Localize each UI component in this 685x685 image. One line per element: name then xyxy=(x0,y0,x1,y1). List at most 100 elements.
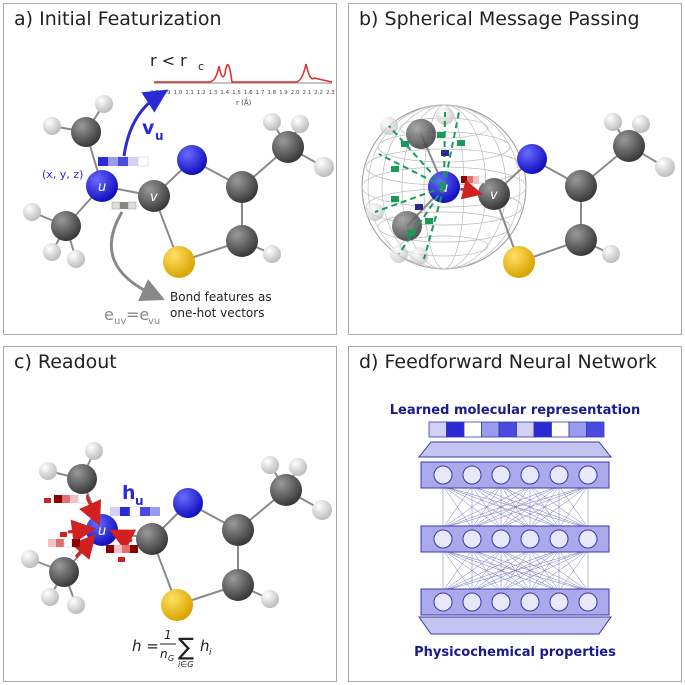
panel-c-diagram: u h u h = 1 n G xyxy=(21,442,332,669)
axis-tick-label: 2.0 xyxy=(291,90,300,96)
carbon-atom xyxy=(226,171,258,203)
atoms-c: u xyxy=(21,442,332,621)
hydrogen-atom xyxy=(43,243,61,261)
representation-cell xyxy=(586,421,605,438)
bond-note-2: one-hot vectors xyxy=(170,306,264,320)
axis-tick-label: 1.5 xyxy=(232,90,241,96)
network-edge xyxy=(442,549,473,592)
hydrogen-atom xyxy=(23,203,41,221)
representation-cell xyxy=(498,421,517,438)
axis-tick-label: 0.8 xyxy=(150,90,159,96)
carbon-atom xyxy=(272,131,304,163)
panel-b-diagram: u v xyxy=(361,104,675,278)
network-edge xyxy=(471,549,589,592)
vector-arrow xyxy=(122,89,169,157)
representation-cell xyxy=(446,421,465,438)
hidden-label: h xyxy=(122,482,136,504)
panel-b-title: b) Spherical Message Passing xyxy=(359,8,640,30)
network-edge xyxy=(471,485,589,529)
atom-v-label: v xyxy=(150,190,158,205)
message-envelopes xyxy=(391,132,465,236)
panel-d-diagram: Learned molecular representation Physico… xyxy=(390,403,640,660)
coords-label: (x, y, z) xyxy=(42,168,83,181)
molecular-representation-vector xyxy=(428,421,605,438)
carbon-atom xyxy=(226,225,258,257)
representation-cell xyxy=(481,421,500,438)
representation-cell xyxy=(551,421,570,438)
message-lines xyxy=(374,111,460,260)
input-trapezoid xyxy=(417,441,613,458)
formula-num: 1 xyxy=(164,628,172,642)
network-neuron xyxy=(549,592,569,612)
panel-spherical-message-passing: b) Spherical Message Passing xyxy=(348,3,682,335)
formula-lhs: h = xyxy=(132,637,159,655)
representation-cell xyxy=(533,421,552,438)
hydrogen-atom xyxy=(95,95,113,113)
representation-cell xyxy=(428,421,447,438)
network-neuron xyxy=(433,529,453,549)
bond-note-1: Bond features as xyxy=(170,290,272,304)
network-neuron xyxy=(491,529,511,549)
edge-arrow xyxy=(109,211,165,301)
cutoff-sub: c xyxy=(198,60,204,73)
vector-sub: u xyxy=(155,129,164,143)
axis-tick-label: 1.8 xyxy=(267,90,276,96)
cutoff-label: r < r xyxy=(150,51,187,70)
axis-tick-label: 0.9 xyxy=(162,90,171,96)
network-edge xyxy=(442,549,502,592)
network-neuron xyxy=(433,465,453,485)
axis-tick-label: 2.2 xyxy=(314,90,323,96)
readout-formula: h = 1 n G ∑ i∈G h i xyxy=(132,628,212,669)
hydrogen-atom xyxy=(43,117,61,135)
network-neuron xyxy=(520,592,540,612)
network-edge xyxy=(529,549,589,592)
network-connections xyxy=(442,485,589,592)
representation-cell xyxy=(568,421,587,438)
panel-readout: c) Readout xyxy=(3,346,337,682)
hydrogen-atom xyxy=(263,245,281,263)
network-neuron xyxy=(462,465,482,485)
network-edge xyxy=(442,549,560,592)
panel-d-title: d) Feedforward Neural Network xyxy=(359,351,657,373)
atoms-b: u v xyxy=(366,107,675,278)
node-feature-vector: v u (x, y, z) xyxy=(42,89,169,181)
network-neuron xyxy=(520,465,540,485)
hydrogen-atom xyxy=(291,115,309,133)
axis-label: r (Å) xyxy=(236,98,252,107)
network-edge xyxy=(558,485,589,529)
axis-tick-label: 1.7 xyxy=(256,90,265,96)
formula-sum-sub: i∈G xyxy=(178,660,193,669)
network-neuron xyxy=(491,465,511,485)
axis-tick-label: 1.0 xyxy=(173,90,182,96)
bottom-label: Physicochemical properties xyxy=(414,645,616,660)
network-neuron xyxy=(549,465,569,485)
network-neuron xyxy=(578,592,598,612)
network-edge xyxy=(442,485,589,529)
network-edge xyxy=(442,549,531,592)
panel-c-title: c) Readout xyxy=(14,351,117,373)
formula-term-sub: i xyxy=(209,648,212,658)
edge-eq: =e xyxy=(126,305,149,324)
readout-messages xyxy=(44,494,138,562)
axis-tick-label: 2.1 xyxy=(303,90,312,96)
hidden-sub: u xyxy=(135,494,144,508)
atom-u xyxy=(86,170,118,202)
network-neuron xyxy=(549,529,569,549)
nitrogen-atom xyxy=(177,145,207,175)
edge-sub1: uv xyxy=(114,316,126,327)
carbon-atom xyxy=(51,211,81,241)
network-edge xyxy=(442,549,589,592)
edge-label: e xyxy=(104,305,114,324)
edge-feature-vector: e uv =e vu Bond features as one-hot vect… xyxy=(104,201,272,327)
network-edge xyxy=(442,485,502,529)
spectrum-curve xyxy=(154,63,333,83)
network-neuron xyxy=(520,529,540,549)
sulfur-atom xyxy=(163,246,195,278)
network-edge xyxy=(558,549,589,592)
axis-tick-label: 1.2 xyxy=(197,90,206,96)
hydrogen-atom xyxy=(263,113,281,131)
network-edge xyxy=(442,485,473,529)
edge-sub2: vu xyxy=(148,316,160,327)
network-neuron xyxy=(433,592,453,612)
